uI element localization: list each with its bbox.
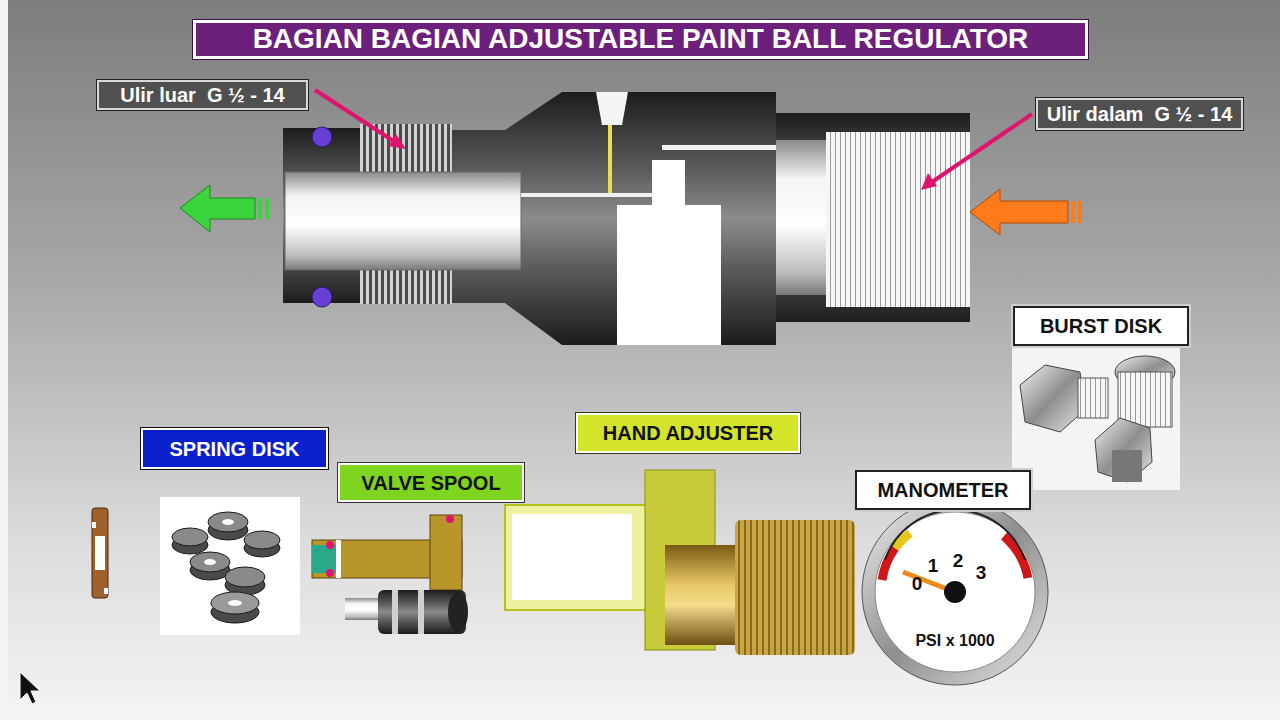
svg-def: [172, 512, 280, 623]
svg-def-part: [225, 567, 265, 587]
mouse-cursor: [20, 672, 40, 704]
svg-def-part: [244, 531, 280, 549]
valve-spool-part: [446, 515, 454, 523]
burst-disk-photo-part: [1020, 365, 1085, 432]
part-label: SPRING DISK: [141, 428, 328, 469]
title-text: BAGIAN BAGIAN ADJUSTABLE PAINT BALL REGU…: [253, 24, 1029, 55]
gauge-number: 1: [928, 556, 939, 575]
thread-callout: Ulir luar G ½ - 14: [97, 80, 308, 110]
regulator-body-part: [312, 287, 332, 307]
label-text: HAND ADJUSTER: [603, 422, 773, 444]
washer-profile: [92, 508, 108, 598]
mouse-cursor-part: [20, 672, 40, 704]
label-text: VALVE SPOOL: [361, 472, 500, 494]
washer-profile-part: [95, 536, 105, 570]
leader-arrows-part: [932, 114, 1032, 182]
thread-callout: Ulir dalam G ½ - 14: [1036, 98, 1243, 130]
valve-spool: [312, 515, 468, 634]
valve-spool-part: [326, 569, 334, 577]
valve-spool-part: [312, 545, 338, 573]
part-label: VALVE SPOOL: [338, 463, 524, 502]
flow-arrows-part: [180, 185, 255, 232]
svg-def-part: [222, 519, 234, 525]
gauge-number: 2: [953, 551, 964, 570]
label-text: MANOMETER: [877, 479, 1008, 501]
regulator-body-part: [652, 160, 685, 205]
regulator-body-part: [776, 113, 970, 322]
regulator-body-part: [562, 92, 776, 345]
valve-spool-part: [392, 590, 398, 634]
label-text: Ulir luar G ½ - 14: [120, 84, 285, 106]
valve-spool-part: [326, 541, 334, 549]
flow-arrows-part: [1071, 201, 1075, 223]
title-band: BAGIAN BAGIAN ADJUSTABLE PAINT BALL REGU…: [193, 20, 1088, 59]
flow-arrows-part: [1078, 201, 1082, 223]
manometer-gauge: [862, 499, 1048, 685]
valve-spool-part: [418, 590, 424, 634]
washer-profile-part: [104, 588, 108, 594]
manometer-gauge-part: [895, 533, 910, 548]
washer-profile-part: [92, 508, 108, 598]
regulator-body-part: [608, 125, 612, 195]
left-white-edge: [0, 0, 8, 720]
burst-disk-photo-part: [1012, 348, 1180, 490]
svg-def-part: [228, 600, 242, 606]
regulator-body-part: [662, 145, 776, 150]
leader-arrows-part: [315, 90, 395, 142]
leader-arrows: [315, 90, 1032, 190]
label-text: Ulir dalam G ½ - 14: [1047, 103, 1233, 125]
left-white-edge-part: [0, 0, 8, 720]
part-label: BURST DISK: [1013, 306, 1189, 346]
burst-disk-photo-part: [1095, 418, 1152, 482]
svg-def-part: [172, 528, 208, 546]
gauge-number: 0: [912, 574, 923, 593]
burst-disk-photo-part: [1118, 372, 1172, 427]
spring-disk-photo-part: [160, 497, 300, 635]
flow-arrows-part: [265, 198, 269, 219]
manometer-gauge-part: [862, 499, 1048, 685]
label-text: SPRING DISK: [169, 438, 299, 460]
regulator-body-part: [285, 172, 521, 270]
flow-arrows: [180, 185, 1082, 235]
regulator-body-part: [826, 132, 970, 307]
regulator-body-part: [776, 140, 828, 295]
svg-def-part: [190, 552, 230, 572]
part-label: HAND ADJUSTER: [576, 413, 800, 453]
svg-def-part: [208, 512, 248, 532]
spring-disk-photo: [160, 497, 300, 635]
part-label: MANOMETER: [855, 470, 1031, 510]
washer-profile-part: [92, 522, 96, 528]
valve-spool-part: [345, 598, 380, 620]
regulator-body-part: [596, 92, 628, 125]
hand-adjuster: [505, 470, 855, 655]
valve-spool-part: [336, 540, 341, 578]
leader-arrows-part: [921, 173, 937, 190]
regulator-body: [283, 92, 970, 345]
leader-arrows-part: [388, 134, 406, 149]
svg-def-part: [204, 559, 216, 565]
regulator-body-part: [312, 127, 332, 147]
hand-adjuster-part: [735, 520, 855, 655]
regulator-body-part: [521, 193, 652, 197]
flow-arrows-part: [258, 198, 262, 219]
label-text: BURST DISK: [1040, 315, 1162, 337]
burst-disk-photo: [1012, 348, 1180, 490]
hand-adjuster-part: [512, 514, 632, 600]
hand-adjuster-part: [505, 505, 660, 610]
gauge-number: 3: [976, 563, 987, 582]
manometer-gauge-part: [944, 581, 966, 603]
gauge-unit: PSI x 1000: [915, 633, 994, 649]
burst-disk-photo-part: [1112, 450, 1142, 482]
hand-adjuster-part: [665, 545, 745, 645]
valve-spool-part: [448, 592, 468, 632]
valve-spool-part: [430, 515, 462, 590]
svg-def: [204, 519, 242, 606]
regulator-body-part: [617, 205, 721, 345]
flow-arrows-part: [970, 189, 1068, 235]
burst-disk-photo-part: [1078, 378, 1108, 418]
svg-def-part: [211, 592, 259, 614]
